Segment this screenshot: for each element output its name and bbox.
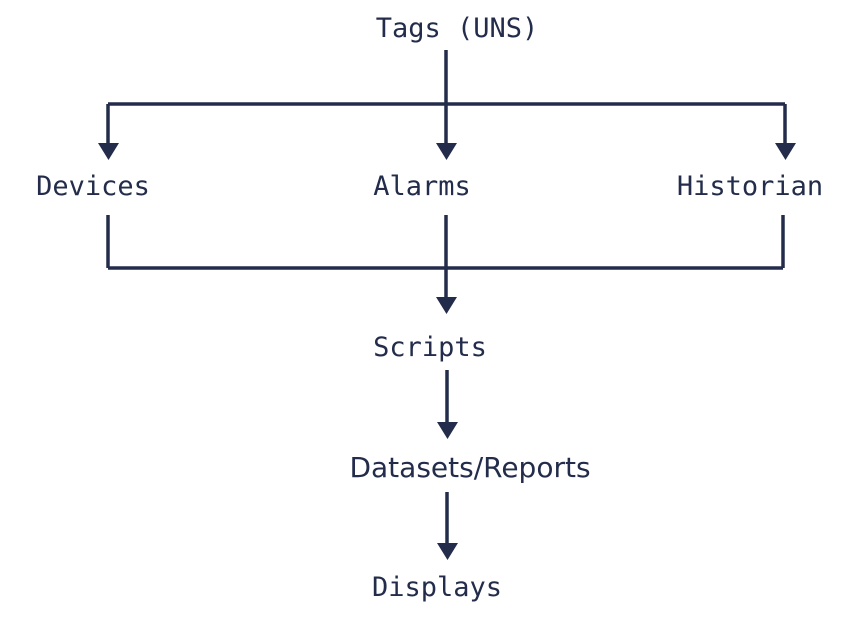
node-datasets-reports[interactable]: Datasets/Reports — [349, 451, 591, 484]
arrowhead-historian — [775, 143, 796, 160]
node-alarms[interactable]: Alarms — [373, 171, 471, 202]
arrowhead-scripts — [436, 297, 457, 314]
node-scripts[interactable]: Scripts — [373, 332, 487, 363]
node-displays[interactable]: Displays — [371, 572, 503, 603]
arrowhead-datasets — [437, 422, 458, 439]
node-tags[interactable]: Tags (UNS) — [375, 13, 539, 44]
arrowhead-alarms — [436, 143, 457, 160]
arrowhead-devices — [98, 143, 119, 160]
arrowhead-displays — [437, 543, 458, 560]
node-historian[interactable]: Historian — [676, 171, 824, 202]
node-devices[interactable]: Devices — [36, 171, 150, 202]
